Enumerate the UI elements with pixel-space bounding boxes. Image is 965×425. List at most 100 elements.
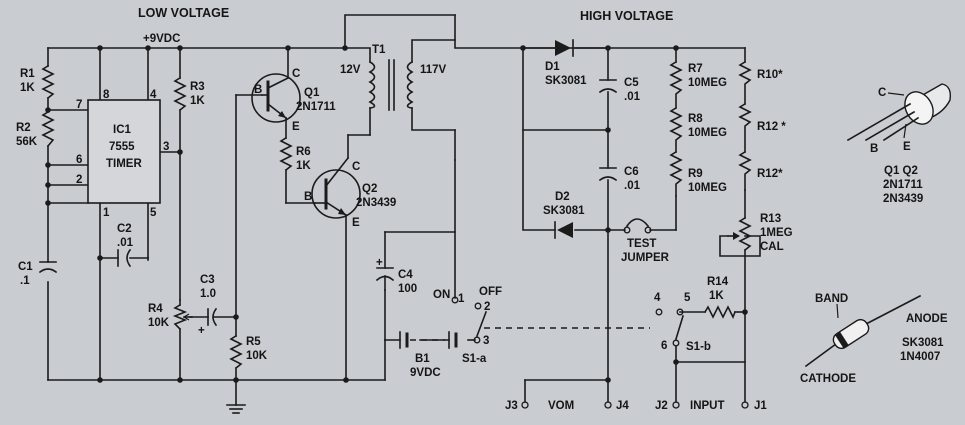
c5-label: C5 [624,77,639,89]
q1-label: Q1 [304,87,320,99]
r10-label: R10* [757,69,783,81]
ic1-pin-label: 1 [103,207,110,219]
test-label: TEST [627,238,656,250]
jacks: J3 VOM J4 J2 INPUT J1 [505,400,767,412]
diode-caption: SK3081 [902,337,944,349]
capacitor-c1: C1 .1 [18,261,58,287]
r1-label: R1 [20,68,35,80]
c3-label: C3 [200,274,215,286]
c6-label: C6 [624,166,639,178]
c6-value: .01 [624,180,641,192]
ic1-timer: IC1 7555 TIMER 8 4 7 6 2 3 1 5 [76,89,169,219]
resistor-r3: R3 1K [173,76,205,112]
resistor-r12-upper: R12 * [738,102,786,153]
jack-j1-label: J1 [754,400,767,412]
resistor-r7: R7 10MEG [669,60,727,109]
ic1-pin-label: 6 [76,154,82,166]
resistor-r6: R6 1K [279,136,311,172]
test-jumper: TEST JUMPER [621,218,670,264]
high-voltage-heading: HIGH VOLTAGE [580,9,673,23]
ic1-pin-label: 2 [76,174,82,186]
s1a-on-label: ON [433,289,450,301]
d1-label: D1 [545,61,560,73]
r3-label: R3 [190,81,205,93]
resistor-r1: R1 1K [20,64,55,100]
ic1-name: IC1 [113,124,132,136]
r7-label: R7 [688,63,703,75]
ic1-pin-label: 5 [150,207,157,219]
vom-label: VOM [548,400,574,412]
r3-value: 1K [190,95,205,107]
s1a-label: S1-a [462,353,487,365]
s1b-pin: 4 [654,292,661,304]
r14-label: R14 [707,276,729,288]
r12-lower-label: R12* [757,168,783,180]
capacitor-c3: C3 1.0 + [198,274,218,337]
band-label: BAND [815,293,848,305]
low-voltage-wiring [47,14,456,406]
r12-upper-label: R12 * [757,121,786,133]
ic1-part: 7555 [109,141,135,153]
s1b-pin: 6 [661,340,667,352]
junction-dots [45,45,349,383]
resistor-r4: R4 10K [148,303,193,331]
c3-value: 1.0 [200,288,216,300]
c2-label: C2 [117,223,132,235]
r13-cal-label: CAL [760,241,784,253]
r14-value: 1K [709,290,724,302]
jack-j4-label: J4 [616,400,629,412]
b1-label: B1 [415,353,430,365]
input-label: INPUT [690,400,725,412]
r4-value: 10K [148,317,170,329]
resistor-r8: R8 10MEG [669,106,727,153]
capacitor-c2: C2 .01 [117,223,134,268]
resistor-r13: R13 1MEG CAL [727,213,793,253]
outline-base-label: B [870,143,878,155]
s1a-off-label: OFF [479,286,502,298]
t1-secondary-label: 117V [420,64,447,76]
d2-label: D2 [555,191,570,203]
q1-base-pin: B [254,84,262,96]
resistor-r5: R5 10K [229,334,268,370]
ic1-pin-label: 7 [76,99,82,111]
r4-label: R4 [148,303,163,315]
diode-caption: 1N4007 [900,351,940,363]
r13-value: 1MEG [760,227,793,239]
high-voltage-left-wiring [384,14,609,381]
q1-collector-pin: C [292,68,300,80]
q1-emitter-pin: E [292,121,300,133]
ic1-type: TIMER [106,158,142,170]
capacitor-c6: C6 .01 [598,166,641,192]
r9-value: 10MEG [688,182,727,194]
s1b-pin: 5 [684,292,691,304]
battery-b1: B1 9VDC [399,331,458,379]
s1b-label: S1-b [686,341,711,353]
low-voltage-heading: LOW VOLTAGE [138,6,229,20]
diode-d1: D1 SK3081 [545,39,587,87]
r7-value: 10MEG [688,77,727,89]
c5-value: .01 [624,91,641,103]
r13-label: R13 [760,213,781,225]
switch-s1b: 4 5 6 S1-b [654,292,711,353]
r8-value: 10MEG [688,127,727,139]
ic1-pin-label: 8 [103,89,110,101]
transistor-q1: B C E Q1 2N1711 [251,68,336,133]
c1-value: .1 [20,275,30,287]
transistor-outline-drawing: C B E Q1 Q2 2N1711 2N3439 [846,83,952,205]
capacitor-c5: C5 .01 [598,77,641,103]
c1-label: C1 [18,261,33,273]
c4-label: C4 [398,269,413,281]
ground-symbol [226,404,246,414]
s1a-pin: 1 [458,293,465,305]
cathode-label: CATHODE [800,373,856,385]
r5-label: R5 [246,336,261,348]
diode-outline-drawing: BAND ANODE CATHODE SK3081 1N4007 [800,293,948,385]
c4-value: 100 [398,283,417,295]
capacitor-c4: + C4 100 [375,257,417,295]
supply-label: +9VDC [143,33,180,45]
outline-caption: Q1 Q2 [884,165,918,177]
r9-label: R9 [688,168,703,180]
c2-value: .01 [117,237,134,249]
resistor-r9: R9 10MEG [669,150,727,197]
